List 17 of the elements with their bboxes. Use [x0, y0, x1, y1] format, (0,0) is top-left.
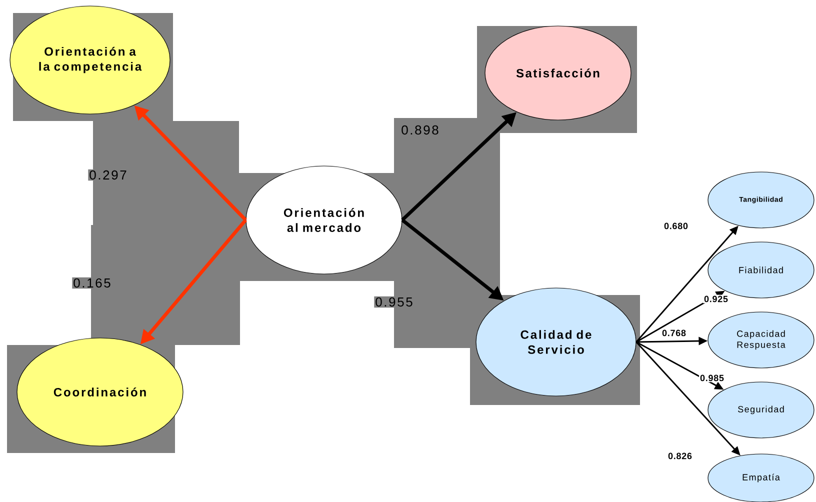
ellipse-node: Capacidad Respuesta [708, 312, 814, 368]
edge-label: 0.898 [400, 124, 440, 136]
ellipse-node: Calidad de Servicio [476, 288, 636, 396]
ellipse-node: Empatía [708, 454, 814, 502]
edge-label: 0.925 [703, 294, 729, 304]
edge-label: 0.985 [699, 374, 725, 382]
edge-label: 0.297 [88, 169, 128, 181]
edge-label: 0.955 [374, 296, 414, 308]
edge-label: 0.165 [72, 277, 112, 289]
ellipse-node: Orientación al mercado [246, 166, 402, 274]
edge-label: 0.680 [663, 222, 689, 230]
ellipse-node: Seguridad [708, 382, 814, 438]
ellipse-node: Satisfacción [484, 26, 632, 120]
edge-label: 0.768 [661, 328, 687, 338]
ellipse-node: Orientación a la competencia [10, 6, 170, 114]
ellipse-node: Coordinación [16, 338, 184, 446]
edge-label: 0.826 [667, 452, 693, 460]
